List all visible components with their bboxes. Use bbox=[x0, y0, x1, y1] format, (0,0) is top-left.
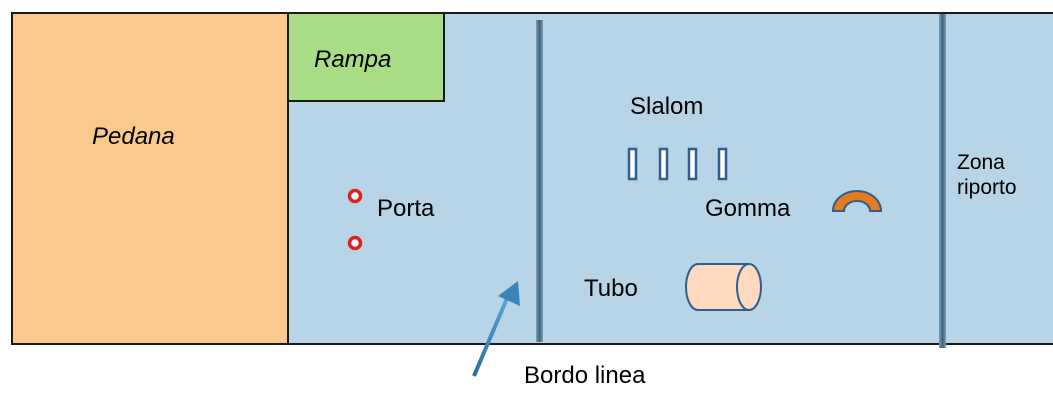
rampa-label: Rampa bbox=[314, 46, 392, 73]
gomma-tire-icon bbox=[831, 190, 883, 212]
slalom-pole bbox=[658, 147, 669, 181]
pedana-label: Pedana bbox=[92, 123, 175, 150]
slalom-pole bbox=[627, 147, 638, 181]
slalom-label: Slalom bbox=[630, 93, 704, 120]
zona-label-line1: Zona bbox=[957, 151, 1005, 174]
bordo-linea-arrow bbox=[472, 281, 520, 377]
zona-riporto-label: Zona riporto bbox=[957, 150, 1017, 200]
zona-label-line2: riporto bbox=[957, 176, 1017, 200]
slalom-poles bbox=[627, 147, 728, 181]
tubo-cylinder-icon bbox=[685, 263, 762, 311]
slalom-pole bbox=[687, 147, 698, 181]
bordo-linea-label: Bordo linea bbox=[524, 362, 646, 389]
gomma-label: Gomma bbox=[705, 195, 791, 222]
slalom-pole bbox=[717, 147, 728, 181]
rampa-area bbox=[287, 12, 445, 102]
border-line-left bbox=[536, 20, 543, 342]
porta-marker-top bbox=[347, 188, 363, 204]
tubo-label: Tubo bbox=[584, 275, 638, 302]
porta-marker-bottom bbox=[347, 235, 363, 251]
border-line-right bbox=[939, 14, 946, 348]
porta-label: Porta bbox=[377, 195, 435, 222]
pedana-area bbox=[11, 12, 289, 345]
